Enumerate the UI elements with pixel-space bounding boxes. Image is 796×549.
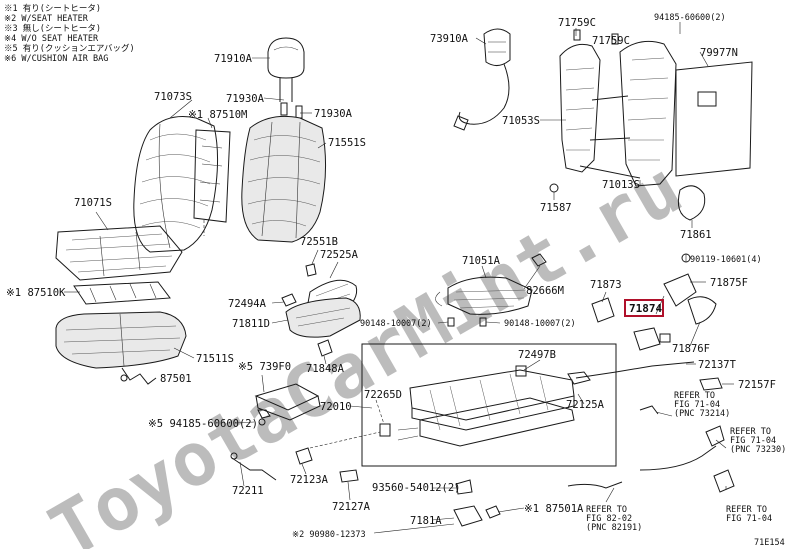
part-label-87501A[interactable]: ※1 87501A [524, 503, 584, 515]
heater-mat-back-drawing [193, 129, 231, 236]
ref-note-line: FIG 82-02 [586, 514, 632, 524]
part-label-72551B[interactable]: 72551B [300, 236, 338, 248]
ref-note-line: REFER TO [726, 505, 767, 515]
part-label-71910A[interactable]: 71910A [214, 53, 253, 65]
reference-notes: REFER TO FIG 71-04 (PNC 73214) REFER TO … [586, 391, 786, 533]
heater-mat-cushion-drawing [73, 281, 171, 305]
cushion-pad-drawing [55, 311, 187, 385]
highlight-box[interactable] [624, 299, 664, 317]
clip-drawing [317, 339, 333, 357]
clip-71587-drawing [549, 183, 559, 193]
part-label-71759C-b[interactable]: 71759C [592, 35, 630, 47]
part-label-90148-left[interactable]: 90148-10007(2) [360, 319, 432, 329]
part-label-72211[interactable]: 72211 [232, 485, 264, 497]
part-label-71511S[interactable]: 71511S [196, 353, 234, 365]
ref-note-line: REFER TO [586, 505, 627, 515]
back-board-drawing [675, 61, 753, 177]
part-label-71811D[interactable]: 71811D [232, 318, 270, 330]
ref-note-line: (PNC 82191) [586, 523, 642, 533]
part-label-72127A[interactable]: 72127A [332, 501, 371, 513]
part-label-71013S[interactable]: 71013S [602, 179, 640, 191]
ref-note-line: FIG 71-04 [674, 400, 720, 410]
ref-note-line: (PNC 73230) [730, 445, 786, 455]
part-label-90119[interactable]: 90119-10601(4) [690, 255, 762, 265]
part-label-87510M[interactable]: ※1 87510M [188, 109, 247, 121]
adjuster-mechanism-drawing [379, 365, 591, 447]
legend-line-5: ※5 有り(クッションエアバッグ) [4, 43, 135, 54]
part-label-71875F[interactable]: 71875F [710, 277, 748, 289]
seatback-pad-drawing [241, 115, 327, 243]
ref-note-line: REFER TO [674, 391, 715, 401]
part-labels: 71910A 71930A 71930A 71073S ※1 87510M 71… [6, 13, 776, 540]
part-label-82666M[interactable]: 82666M [526, 285, 564, 297]
legend-line-2: ※2 W/SEAT HEATER [4, 14, 89, 24]
part-label-71587[interactable]: 71587 [540, 202, 572, 214]
part-label-72497B[interactable]: 72497B [518, 349, 556, 361]
release-cable-drawing [575, 361, 735, 493]
ref-note-73214[interactable]: REFER TO FIG 71-04 (PNC 73214) [674, 391, 730, 419]
part-label-72494A[interactable]: 72494A [228, 298, 267, 310]
part-label-71848A[interactable]: 71848A [306, 363, 345, 375]
legend-line-6: ※6 W/CUSHION AIR BAG [4, 54, 108, 64]
ref-note-line: FIG 71-04 [730, 436, 776, 446]
part-label-72125A[interactable]: 72125A [566, 399, 605, 411]
side-shield-drawing [281, 263, 361, 338]
part-label-7181A[interactable]: 7181A [410, 515, 442, 527]
seatback-cover-drawing [133, 116, 219, 253]
part-label-93560[interactable]: 93560-54012(2) [372, 482, 461, 494]
seatback-frame-drawing [559, 29, 677, 187]
part-label-71053S[interactable]: 71053S [502, 115, 540, 127]
cushion-frame-drawing [435, 253, 547, 315]
legend-line-3: ※3 無し(シートヒータ) [4, 23, 101, 34]
part-label-94185-top[interactable]: 94185-60600(2) [654, 13, 726, 23]
part-label-71930A-left[interactable]: 71930A [226, 93, 265, 105]
airbag-module-drawing [254, 383, 321, 426]
part-label-72123A[interactable]: 72123A [290, 474, 329, 486]
lead-lines [64, 22, 734, 534]
part-label-71073S[interactable]: 71073S [154, 91, 192, 103]
adjuster-frame-box [361, 343, 617, 467]
part-label-739F0[interactable]: ※5 739F0 [238, 361, 291, 373]
part-label-72137T[interactable]: 72137T [698, 359, 737, 371]
ref-note-82191[interactable]: REFER TO FIG 82-02 (PNC 82191) [586, 505, 642, 533]
part-label-71759C-a[interactable]: 71759C [558, 17, 596, 29]
part-label-71551S[interactable]: 71551S [328, 137, 366, 149]
headrest-support-drawing [280, 102, 303, 119]
part-label-90148-right[interactable]: 90148-10007(2) [504, 319, 576, 329]
part-label-73910A[interactable]: 73910A [430, 33, 469, 45]
legend: ※1 有り(シートヒータ) ※2 W/SEAT HEATER ※3 無し(シート… [4, 3, 135, 64]
part-label-87510K[interactable]: ※1 87510K [6, 287, 66, 299]
lower-hardware-drawing [230, 447, 623, 527]
part-label-72525A[interactable]: 72525A [320, 249, 359, 261]
ref-note-line: (PNC 73214) [674, 409, 730, 419]
cap-drawing [677, 185, 706, 221]
part-label-94185-left[interactable]: ※5 94185-60600(2) [148, 418, 258, 430]
part-label-79977N[interactable]: 79977N [700, 47, 738, 59]
legend-line-1: ※1 有り(シートヒータ) [4, 3, 101, 14]
cushion-cover-drawing [55, 225, 183, 281]
ref-note-71-04-bottom[interactable]: REFER TO FIG 71-04 [726, 505, 772, 524]
part-label-71876F[interactable]: 71876F [672, 343, 710, 355]
part-label-87501[interactable]: 87501 [160, 373, 192, 385]
part-label-72265D[interactable]: 72265D [364, 389, 402, 401]
part-label-72010[interactable]: 72010 [320, 401, 352, 413]
ref-note-line: FIG 71-04 [726, 514, 772, 524]
part-label-71861[interactable]: 71861 [680, 229, 712, 241]
ref-note-73230[interactable]: REFER TO FIG 71-04 (PNC 73230) [730, 427, 786, 455]
part-label-72157F[interactable]: 72157F [738, 379, 776, 391]
part-label-71873[interactable]: 71873 [590, 279, 622, 291]
part-label-71071S[interactable]: 71071S [74, 197, 112, 209]
part-label-71874-highlighted[interactable]: 71874 [629, 302, 662, 315]
side-airbag-drawing [453, 28, 511, 131]
ref-note-line: REFER TO [730, 427, 771, 437]
part-label-71930A-right[interactable]: 71930A [314, 108, 353, 120]
legend-line-4: ※4 W/O SEAT HEATER [4, 34, 99, 44]
part-label-71051A[interactable]: 71051A [462, 255, 501, 267]
part-label-90980[interactable]: ※2 90980-12373 [292, 530, 366, 540]
figure-code: 71E154 [754, 538, 785, 548]
headrest-drawing [267, 37, 305, 102]
